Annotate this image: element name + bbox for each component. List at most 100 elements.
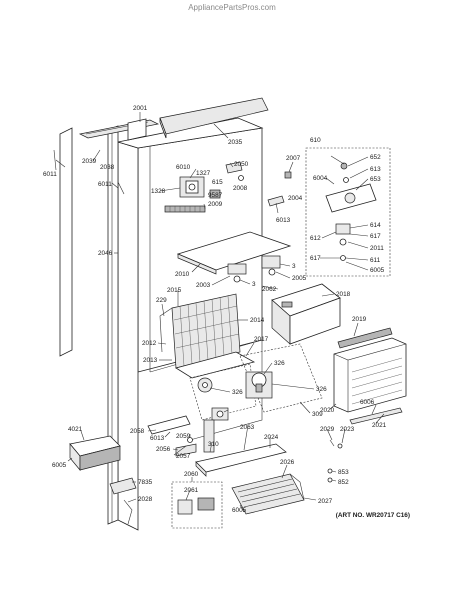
label-617-bottom: 617 [310, 255, 321, 262]
label-6005-top: 6005 [370, 267, 385, 274]
label-3-mid: 3 [252, 281, 256, 288]
label-6010: 6010 [176, 164, 191, 171]
control-assembly-box [305, 147, 391, 277]
label-2061: 2061 [184, 487, 199, 494]
label-2026: 2026 [280, 459, 295, 466]
label-617-top: 617 [370, 233, 381, 240]
label-653: 653 [370, 176, 381, 183]
label-6006: 6006 [360, 399, 375, 406]
label-326-left: 326 [232, 389, 243, 396]
label-853: 853 [338, 469, 349, 476]
label-3-right: 3 [292, 263, 296, 270]
label-2018: 2018 [336, 291, 351, 298]
rail-2021 [349, 407, 403, 425]
label-2007: 2007 [286, 155, 301, 162]
label-614: 614 [370, 222, 381, 229]
drain-pan [175, 351, 256, 379]
screw-6011-mid [117, 181, 125, 195]
label-2062: 2062 [262, 286, 277, 293]
label-2011: 2011 [370, 245, 384, 252]
label-7835: 7835 [138, 479, 153, 486]
screw-6011-left [53, 149, 57, 171]
condenser-coil [231, 473, 305, 515]
label-2024: 2024 [264, 434, 279, 441]
part-number-labels: 2001 2035 2039 2038 6011 6011 6010 1327 … [43, 105, 387, 514]
leader-lines [55, 112, 385, 513]
label-6013-bottom: 6013 [150, 435, 165, 442]
label-6004: 6004 [313, 175, 328, 182]
watermark-text: AppliancePartsPros.com [188, 3, 276, 12]
light-socket [225, 161, 243, 174]
bracket-7835 [109, 477, 137, 525]
label-611: 611 [370, 257, 381, 264]
support-bracket [195, 443, 287, 477]
evaporator-cover [176, 231, 292, 275]
label-2008: 2008 [233, 185, 248, 192]
label-2014: 2014 [250, 317, 265, 324]
label-229: 229 [156, 297, 167, 304]
label-326-upper: 326 [274, 360, 285, 367]
label-2058: 2058 [130, 428, 145, 435]
label-6013-top: 6013 [276, 217, 291, 224]
label-2012: 2012 [142, 340, 157, 347]
label-612: 612 [310, 235, 321, 242]
label-2038: 2038 [100, 164, 115, 171]
label-2021: 2021 [372, 422, 387, 429]
label-615: 615 [212, 179, 223, 186]
label-652: 652 [370, 154, 381, 161]
label-2029: 2029 [320, 426, 335, 433]
clip-2004 [267, 195, 285, 207]
label-2009: 2009 [208, 201, 223, 208]
label-2060: 2060 [184, 471, 199, 478]
fan-motor-2005 [261, 255, 281, 276]
label-2013: 2013 [143, 357, 158, 364]
clip-2029 [329, 439, 343, 449]
label-2057: 2057 [176, 453, 191, 460]
label-2063: 2063 [240, 424, 255, 431]
screw-2059 [187, 437, 193, 443]
label-6005-left: 6005 [52, 462, 67, 469]
label-2035: 2035 [228, 139, 243, 146]
freezer-box [271, 283, 341, 345]
fan-assembly-group [189, 343, 323, 421]
label-326-right: 326 [316, 386, 327, 393]
label-9587: 9587 [208, 192, 223, 199]
top-cover-panel [159, 97, 269, 139]
label-2028: 2028 [138, 496, 153, 503]
control-housing [179, 176, 221, 199]
label-6011-mid: 6011 [98, 181, 112, 188]
top-strip-2019 [337, 327, 393, 349]
label-1328: 1328 [151, 188, 166, 195]
art-number: (ART NO. WR20717 C16) [336, 512, 410, 519]
label-2023: 2023 [340, 426, 355, 433]
screw-853 [327, 468, 333, 474]
label-2027: 2027 [318, 498, 333, 505]
label-6011-left: 6011 [43, 171, 57, 178]
label-2056: 2056 [156, 446, 171, 453]
screw-2008 [238, 175, 244, 181]
screw-852 [327, 477, 333, 483]
label-2004: 2004 [288, 195, 303, 202]
label-2039: 2039 [82, 158, 97, 165]
label-2019: 2019 [352, 316, 367, 323]
bracket-2058 [147, 415, 191, 435]
label-2010: 2010 [175, 271, 190, 278]
label-6005-bottom: 6005 [232, 507, 247, 514]
label-4021: 4021 [68, 426, 83, 433]
label-2050: 2050 [234, 161, 249, 168]
grille-vent [164, 205, 206, 213]
label-610: 610 [310, 137, 321, 144]
label-2017: 2017 [254, 336, 269, 343]
label-310: 310 [208, 441, 219, 448]
label-613: 613 [370, 166, 381, 173]
label-2046: 2046 [98, 250, 113, 257]
label-1327: 1327 [196, 170, 211, 177]
relay-kit-box [171, 481, 223, 529]
fan-motor-2003 [227, 263, 247, 283]
compressor-module [69, 435, 121, 471]
air-duct [203, 419, 215, 453]
clip-2007 [284, 171, 292, 179]
evaporator-coil [159, 293, 241, 369]
label-2015: 2015 [167, 287, 182, 294]
